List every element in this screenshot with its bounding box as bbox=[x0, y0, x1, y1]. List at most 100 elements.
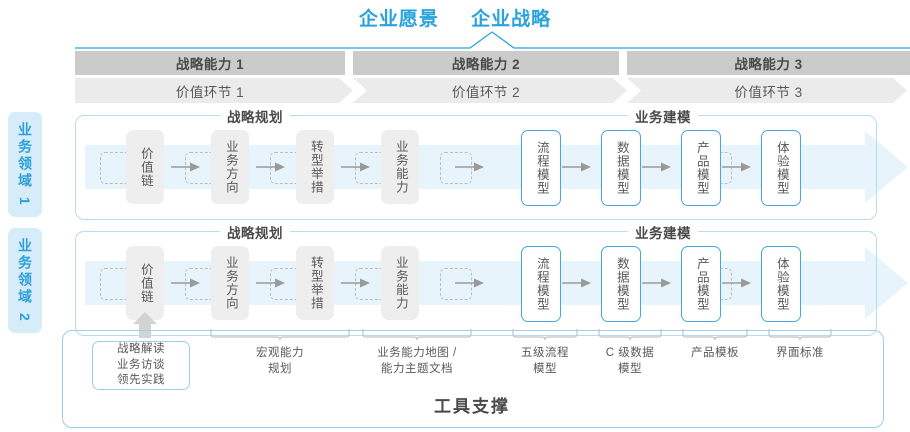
node-modeling-1-2: 数据模型 bbox=[601, 130, 641, 206]
node-label: 业务方向 bbox=[223, 140, 238, 194]
flow-arrow-1-2 bbox=[256, 162, 285, 172]
value-link-3: 价值环节 3 bbox=[734, 84, 803, 100]
node-label: 价值链 bbox=[138, 262, 153, 304]
node-strategy-2-4: 业务能力 bbox=[381, 246, 419, 320]
flow-arrow-2-2 bbox=[256, 278, 285, 288]
node-strategy-1-2: 业务方向 bbox=[211, 130, 249, 204]
title-vision: 企业愿景 bbox=[358, 9, 439, 30]
tool-up-arrow bbox=[133, 312, 157, 338]
section-title-left-1: 战略规划 bbox=[220, 106, 290, 126]
node-modeling-1-4: 体验模型 bbox=[761, 130, 801, 206]
tool-label-line-2: 模型 bbox=[533, 362, 557, 375]
placeholder-box-2-5 bbox=[440, 268, 472, 300]
tool-support-title: 工具支撑 bbox=[434, 397, 510, 416]
tool-label-line-1: 界面标准 bbox=[776, 347, 824, 359]
tool-label-line-1: 产品模板 bbox=[691, 347, 739, 359]
flow-arrow-2-1 bbox=[171, 278, 200, 288]
tool-bracket-4 bbox=[598, 329, 662, 341]
node-label: 数据模型 bbox=[614, 141, 629, 195]
tool-label-5: 产品模板 bbox=[655, 346, 775, 362]
tool-label-line-1: 五级流程 bbox=[521, 347, 569, 359]
capability-header-3: 战略能力 3 bbox=[627, 51, 910, 75]
tool-bracket-1 bbox=[210, 329, 350, 341]
value-link-1: 价值环节 1 bbox=[175, 84, 245, 100]
section-divider-1 bbox=[75, 113, 910, 117]
section-title-right-1: 业务建模 bbox=[628, 106, 698, 126]
tool-label-line-1: 业务能力地图 / bbox=[377, 347, 457, 359]
peak-connector-line bbox=[75, 31, 910, 49]
node-label: 产品模型 bbox=[694, 141, 709, 195]
node-label: 业务能力 bbox=[393, 256, 408, 310]
node-label: 体验模型 bbox=[774, 257, 789, 311]
diagram-title: 企业愿景 企业战略 bbox=[0, 4, 910, 31]
domain-tab-2[interactable]: 业务领域 2 bbox=[8, 228, 42, 333]
node-strategy-2-3: 转型举措 bbox=[296, 246, 334, 320]
capability-header-1: 战略能力 1 bbox=[75, 51, 345, 75]
domain-tab-1[interactable]: 业务领域 1 bbox=[8, 112, 42, 217]
section-title-left-2: 战略规划 bbox=[220, 222, 290, 242]
node-label: 数据模型 bbox=[614, 257, 629, 311]
node-label: 产品模型 bbox=[694, 257, 709, 311]
title-strategy: 企业战略 bbox=[471, 9, 552, 30]
value-link-row: 价值环节 1 价值环节 2 价值环节 3 bbox=[75, 78, 910, 103]
domain-tab-label: 业务领域 2 bbox=[17, 237, 33, 324]
node-modeling-2-2: 数据模型 bbox=[601, 246, 641, 322]
flow-arrow-2-5 bbox=[562, 278, 591, 288]
section-divider-2 bbox=[75, 229, 910, 233]
domain-row-1 bbox=[75, 115, 877, 220]
flow-arrow-1-4 bbox=[455, 162, 484, 172]
tool-highlight-line-1: 战略解读 bbox=[117, 342, 165, 355]
tool-label-4: C 级数据模型 bbox=[570, 346, 690, 378]
node-label: 流程模型 bbox=[534, 141, 549, 195]
node-label: 业务方向 bbox=[223, 256, 238, 310]
node-modeling-2-3: 产品模型 bbox=[681, 246, 721, 322]
node-modeling-2-4: 体验模型 bbox=[761, 246, 801, 322]
tool-highlight-box[interactable]: 战略解读业务访谈领先实践 bbox=[92, 341, 190, 390]
flow-arrow-2-3 bbox=[341, 278, 370, 288]
section-title-right-2: 业务建模 bbox=[628, 222, 698, 242]
tool-label-line-2: 规划 bbox=[268, 362, 292, 375]
tool-label-line-1: C 级数据 bbox=[605, 347, 655, 359]
node-strategy-1-3: 转型举措 bbox=[296, 130, 334, 204]
node-modeling-2-1: 流程模型 bbox=[521, 246, 561, 322]
node-label: 价值链 bbox=[138, 146, 153, 188]
tool-bracket-6 bbox=[768, 329, 832, 341]
tool-label-1: 宏观能力规划 bbox=[220, 346, 340, 378]
placeholder-box-1-5 bbox=[440, 152, 472, 184]
node-modeling-1-1: 流程模型 bbox=[521, 130, 561, 206]
tool-label-6: 界面标准 bbox=[740, 346, 860, 362]
node-strategy-1-1: 价值链 bbox=[126, 130, 164, 204]
node-modeling-1-3: 产品模型 bbox=[681, 130, 721, 206]
tool-highlight-line-3: 领先实践 bbox=[117, 374, 165, 387]
flow-arrow-2-6 bbox=[642, 278, 671, 288]
tool-label-line-2: 模型 bbox=[618, 362, 642, 375]
tool-label-2: 业务能力地图 / 能力主题文档 bbox=[357, 346, 477, 378]
tool-label-3: 五级流程模型 bbox=[485, 346, 605, 378]
tool-highlight-line-2: 业务访谈 bbox=[117, 358, 165, 371]
value-link-2: 价值环节 2 bbox=[451, 84, 521, 100]
node-label: 体验模型 bbox=[774, 141, 789, 195]
flow-arrow-1-1 bbox=[171, 162, 200, 172]
tool-label-line-2: 能力主题文档 bbox=[381, 362, 453, 375]
flow-arrow-1-6 bbox=[642, 162, 671, 172]
flow-arrow-2-7 bbox=[722, 278, 751, 288]
node-strategy-2-2: 业务方向 bbox=[211, 246, 249, 320]
tool-bracket-5 bbox=[682, 329, 748, 341]
value-link-chevron-band bbox=[75, 78, 910, 103]
node-strategy-1-4: 业务能力 bbox=[381, 130, 419, 204]
tool-label-line-1: 宏观能力 bbox=[256, 347, 304, 359]
node-label: 流程模型 bbox=[534, 257, 549, 311]
tool-bracket-3 bbox=[512, 329, 578, 341]
flow-arrow-1-5 bbox=[562, 162, 591, 172]
tool-bracket-2 bbox=[362, 329, 472, 341]
node-label: 转型举措 bbox=[308, 256, 323, 310]
domain-row-2 bbox=[75, 231, 877, 336]
node-label: 转型举措 bbox=[308, 140, 323, 194]
flow-arrow-1-3 bbox=[341, 162, 370, 172]
flow-arrow-2-4 bbox=[455, 278, 484, 288]
node-strategy-2-1: 价值链 bbox=[126, 246, 164, 320]
flow-arrow-1-7 bbox=[722, 162, 751, 172]
node-label: 业务能力 bbox=[393, 140, 408, 194]
